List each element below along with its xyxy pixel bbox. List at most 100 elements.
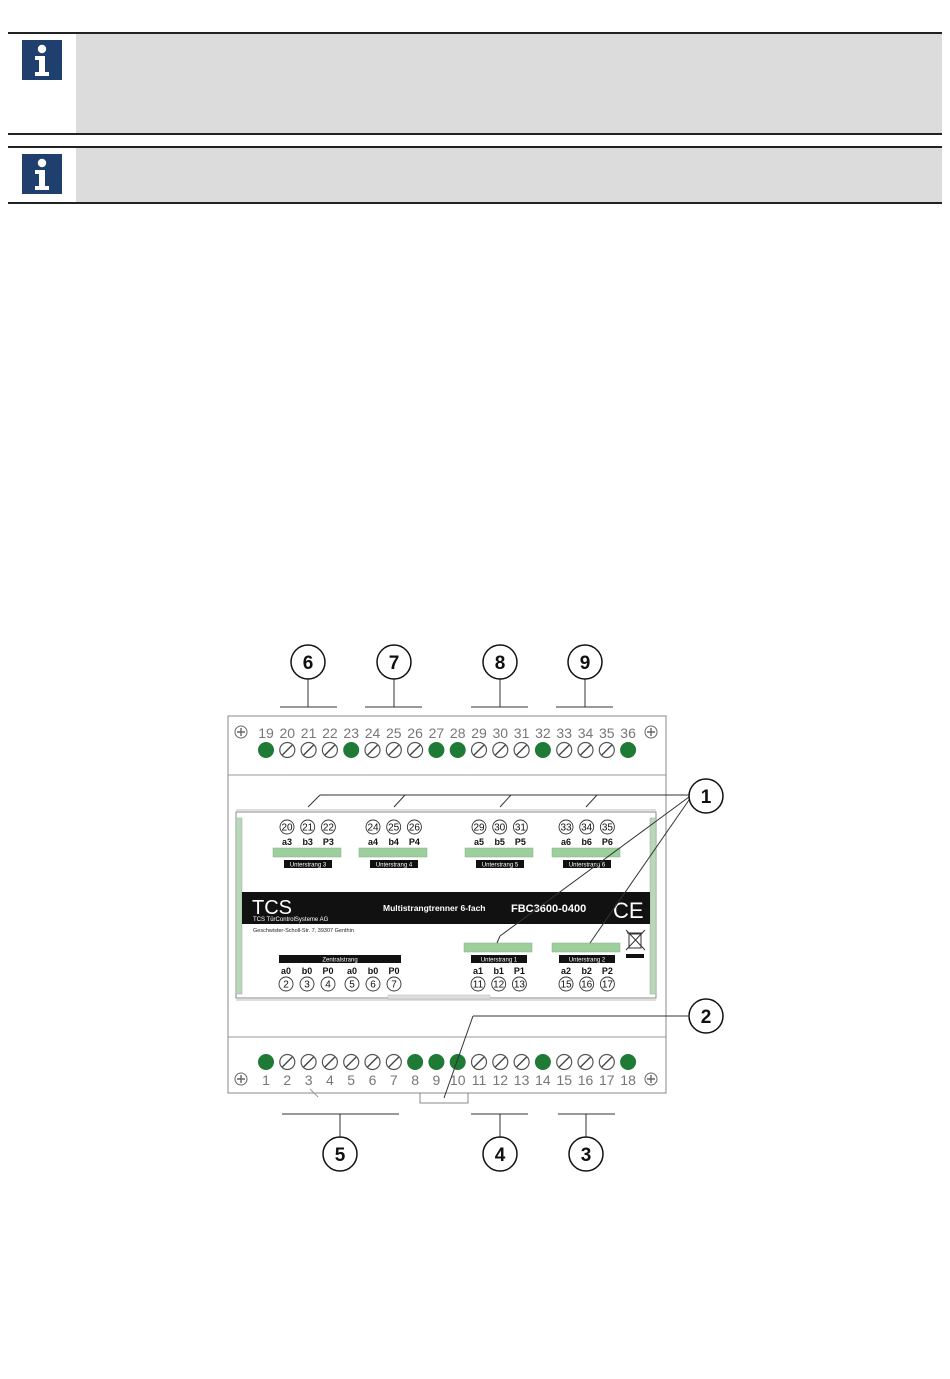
connection-label: b1	[493, 966, 504, 976]
bottom-terminal-number: 6	[369, 1072, 377, 1088]
group-name-tag	[471, 955, 527, 963]
leader-lines	[280, 679, 690, 1138]
bottom-terminal-number: 1	[262, 1072, 270, 1088]
screw-terminal-icon	[343, 1053, 360, 1071]
group-name: Unterstrang 1	[481, 958, 518, 964]
top-terminal-number: 21	[301, 725, 317, 741]
group-name: Unterstrang 5	[482, 863, 519, 869]
callout-number: 3	[581, 1145, 592, 1166]
group-name: Unterstrang 3	[290, 863, 327, 869]
bottom-terminal-number: 8	[411, 1072, 419, 1088]
info-icon	[22, 154, 62, 194]
callout-number: 9	[580, 653, 591, 674]
mounting-screw-icon	[644, 725, 658, 739]
connection-number: 6	[370, 980, 376, 991]
connection-label: b0	[368, 966, 379, 976]
connection-number: 7	[391, 980, 397, 991]
connection-number: 16	[581, 980, 593, 991]
connection-number: 22	[323, 823, 335, 834]
callout-marker: 4	[482, 1136, 518, 1172]
info-note-box-1	[8, 32, 942, 135]
connection-label: b2	[581, 966, 592, 976]
top-terminal-number: 26	[407, 725, 423, 741]
mounting-screw-icon	[644, 1072, 658, 1086]
connection-label: a6	[561, 837, 571, 847]
crossed-bin-icon	[625, 929, 646, 958]
bottom-terminal-number: 2	[283, 1072, 291, 1088]
ce-mark: CE	[613, 898, 644, 923]
green-terminal-icon	[407, 1054, 424, 1070]
connection-number: 3	[304, 980, 310, 991]
info-note-text-area	[76, 148, 942, 202]
callout-marker: 6	[290, 644, 326, 680]
connection-label: b6	[581, 837, 592, 847]
callout-number: 4	[495, 1145, 506, 1166]
callout-marker: 1	[688, 778, 724, 814]
bottom-terminal-number: 12	[493, 1072, 509, 1088]
screw-terminal-icon	[279, 1053, 296, 1071]
callout-number: 7	[389, 653, 400, 674]
top-terminal-number: 34	[578, 725, 594, 741]
group-name: Unterstrang 2	[569, 958, 606, 964]
screw-terminal-icon	[470, 1053, 488, 1071]
callout-marker: 3	[568, 1136, 604, 1172]
top-terminal-number: 25	[386, 725, 402, 741]
connection-label: b0	[302, 966, 313, 976]
info-icon-cell	[8, 148, 76, 202]
group-name-tag	[559, 955, 615, 963]
label-bar	[551, 847, 621, 858]
connection-number: 35	[602, 823, 614, 834]
info-icon	[22, 40, 62, 80]
screw-terminal-icon	[407, 741, 424, 759]
screw-terminal-icon	[577, 741, 594, 759]
label-bar	[463, 942, 533, 953]
top-terminal-number: 35	[599, 725, 615, 741]
green-terminal-icon	[428, 742, 445, 758]
screw-terminal-icon	[513, 1053, 530, 1071]
screw-terminal-icon	[364, 741, 381, 759]
info-icon-cell	[8, 34, 76, 133]
callout-marker: 5	[322, 1136, 358, 1172]
top-terminal-number: 36	[620, 725, 636, 741]
connection-number: 15	[560, 980, 572, 991]
group-name: Unterstrang 6	[569, 863, 606, 869]
top-terminal-number: 32	[535, 725, 551, 741]
connection-label: b4	[388, 837, 399, 847]
connection-label: a3	[282, 837, 292, 847]
callout-marker: 2	[688, 998, 724, 1034]
connection-number: 20	[281, 823, 293, 834]
top-terminal-number: 22	[322, 725, 338, 741]
group-name: Zentralstrang	[322, 958, 357, 964]
connection-label: b5	[494, 837, 505, 847]
bottom-terminal-number: 16	[578, 1072, 594, 1088]
bottom-terminal-number: 18	[620, 1072, 636, 1088]
label-bar	[464, 847, 534, 858]
connection-label: a1	[473, 966, 483, 976]
callout-marker: 9	[567, 644, 603, 680]
screw-terminal-icon	[300, 741, 317, 759]
callout-number: 5	[335, 1145, 346, 1166]
connection-number: 25	[388, 823, 400, 834]
mounting-screw-icon	[234, 725, 248, 739]
connection-label: P0	[322, 966, 333, 976]
group-name-tag	[476, 860, 524, 868]
connection-number: 13	[514, 980, 526, 991]
bottom-terminal-number: 10	[450, 1072, 466, 1088]
group-name-tag	[370, 860, 418, 868]
callout-marker: 7	[376, 644, 412, 680]
top-terminal-number: 24	[365, 725, 381, 741]
top-terminal-number: 19	[258, 725, 274, 741]
connection-label: a0	[347, 966, 357, 976]
label-bar	[272, 847, 342, 858]
green-terminal-icon	[620, 742, 637, 758]
connection-number: 30	[494, 823, 506, 834]
bottom-terminal-number: 9	[433, 1072, 441, 1088]
screw-terminal-icon	[470, 741, 488, 759]
callout-number: 6	[303, 653, 314, 674]
